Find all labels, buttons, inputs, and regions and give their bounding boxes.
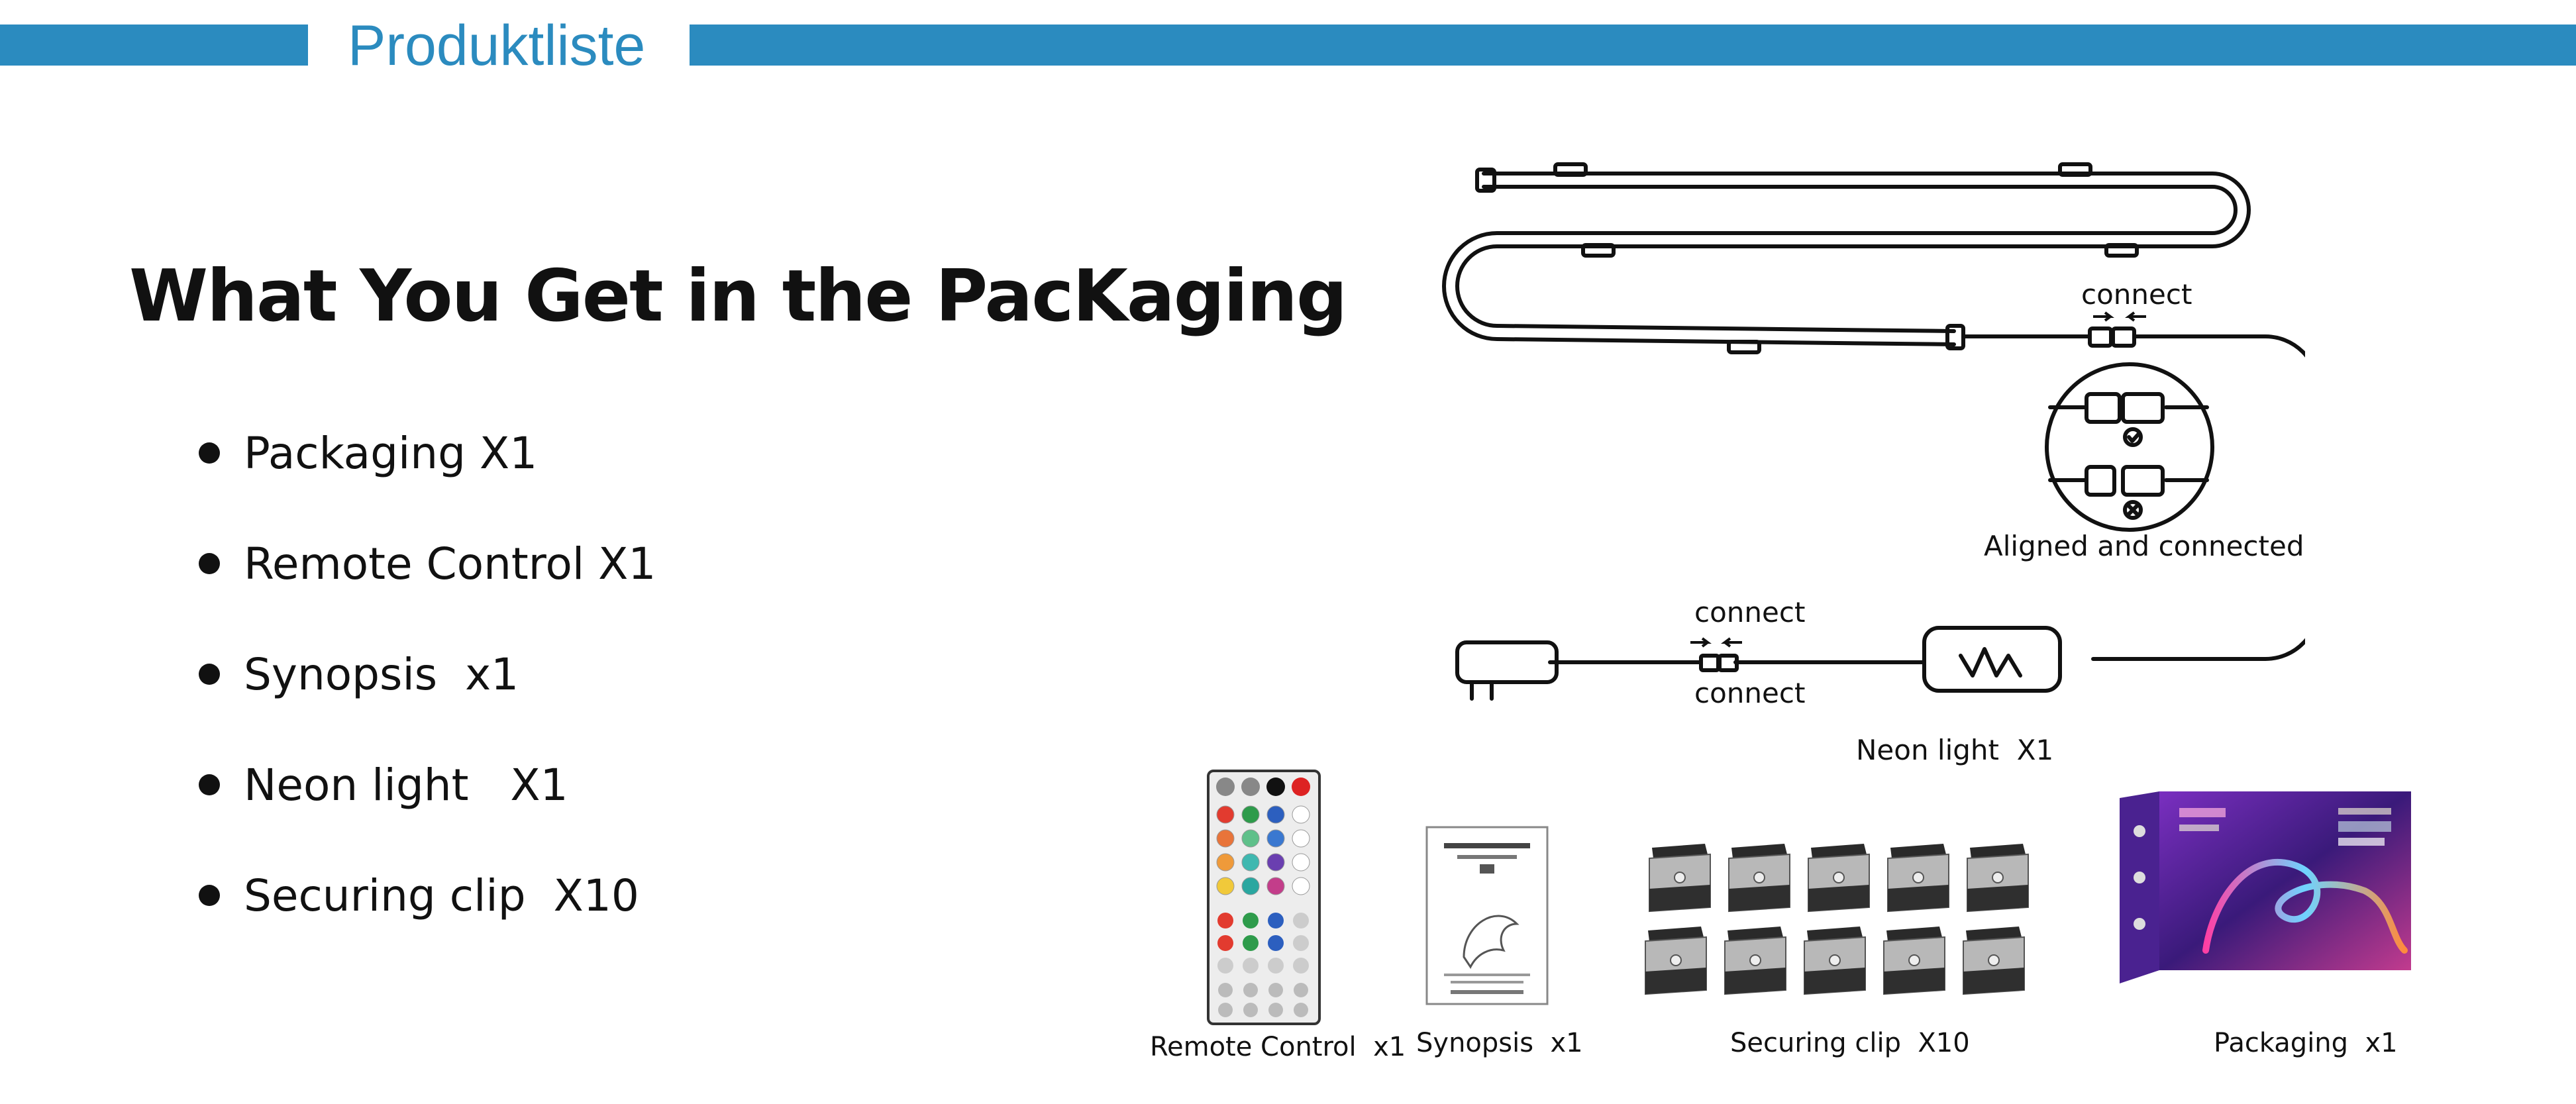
header-bar-right xyxy=(690,25,2576,66)
securing-clip-caption: Securing clip X10 xyxy=(1730,1028,1970,1058)
list-item: Neon light X1 xyxy=(199,756,656,866)
list-item: Packaging X1 xyxy=(199,424,656,534)
neon-strip-diagram xyxy=(1442,162,2305,701)
list-item-label: Neon light X1 xyxy=(244,760,568,811)
bullet-icon xyxy=(199,553,220,574)
list-item: Synopsis x1 xyxy=(199,645,656,756)
synopsis-manual-image xyxy=(1425,826,1549,1005)
bullet-icon xyxy=(199,442,220,464)
list-item-label: Synopsis x1 xyxy=(244,649,519,700)
remote-control-image xyxy=(1207,770,1321,1025)
list-item-label: Packaging X1 xyxy=(244,428,538,479)
list-item: Securing clip X10 xyxy=(199,866,656,977)
section-title: Produktliste xyxy=(348,14,646,77)
bullet-icon xyxy=(199,885,220,906)
list-item-label: Remote Control X1 xyxy=(244,538,656,589)
connect-label-mid-bottom: connect xyxy=(1694,677,1806,709)
neon-light-caption: Neon light X1 xyxy=(1856,734,2054,766)
bullet-icon xyxy=(199,774,220,795)
synopsis-caption: Synopsis x1 xyxy=(1416,1028,1583,1058)
securing-clips-image xyxy=(1645,844,2029,995)
list-item: Remote Control X1 xyxy=(199,534,656,645)
page-headline: What You Get in the PacKaging xyxy=(129,255,1347,338)
packaging-caption: Packaging x1 xyxy=(2214,1028,2398,1058)
connect-label-mid-top: connect xyxy=(1694,596,1806,628)
header-bar-left xyxy=(0,25,308,66)
aligned-connected-label: Aligned and connected xyxy=(1984,530,2304,562)
package-contents-list: Packaging X1 Remote Control X1 Synopsis … xyxy=(199,424,656,977)
packaging-box-image xyxy=(2120,791,2411,983)
bullet-icon xyxy=(199,664,220,685)
remote-control-caption: Remote Control x1 xyxy=(1150,1032,1406,1062)
connect-label-top: connect xyxy=(2081,278,2192,311)
list-item-label: Securing clip X10 xyxy=(244,870,639,921)
